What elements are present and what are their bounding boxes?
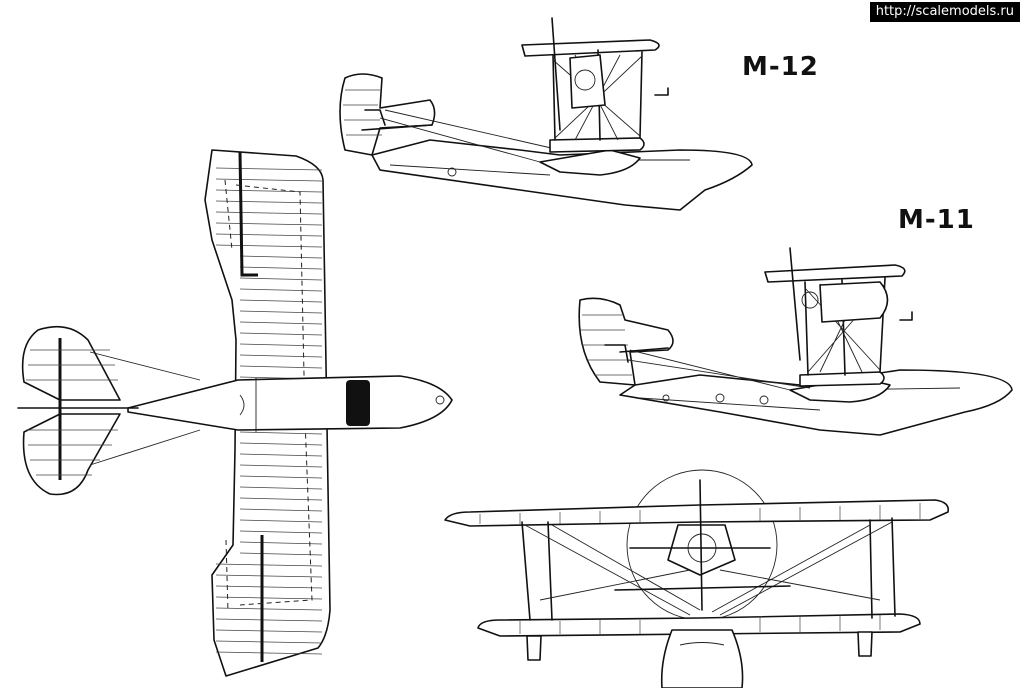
top-view-aileron-upper xyxy=(238,151,258,277)
front-view-upper-wing xyxy=(444,499,950,527)
top-view-tailplane-upper xyxy=(21,325,121,401)
side-view-m12 xyxy=(339,17,753,211)
m11-upper-wing xyxy=(764,264,906,283)
watermark-url: http://scalemodels.ru xyxy=(869,2,1020,22)
m12-upper-wing xyxy=(521,39,660,57)
m11-tail-fin xyxy=(578,297,674,386)
top-view-tailplane-lower xyxy=(22,413,121,496)
side-view-m11 xyxy=(578,247,1013,436)
top-view xyxy=(17,149,453,677)
top-view-outline-dashed xyxy=(224,179,233,613)
m11-hull xyxy=(619,369,1013,436)
m12-hull xyxy=(371,139,753,211)
top-view-hull xyxy=(127,375,453,431)
m12-lower-wing xyxy=(549,137,645,153)
top-view-cockpit xyxy=(346,380,370,426)
front-view-lower-wing xyxy=(477,613,921,637)
front-view-hull xyxy=(660,629,744,688)
label-m12: M-12 xyxy=(742,52,819,82)
label-m11: M-11 xyxy=(898,205,975,235)
top-view-wing-ribs xyxy=(215,167,323,655)
front-view xyxy=(444,469,950,688)
m11-lower-wing xyxy=(799,371,885,387)
